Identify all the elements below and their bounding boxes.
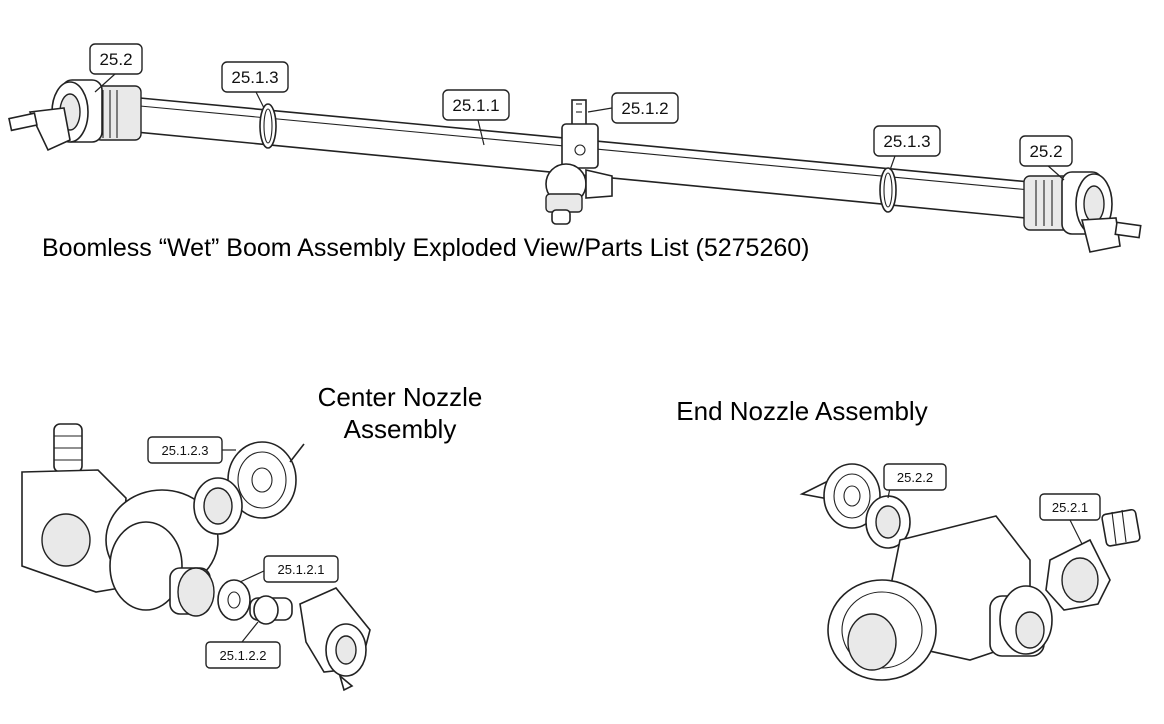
callout-25-2-1-label: 25.2.1 bbox=[1052, 500, 1088, 515]
center-nozzle-nut bbox=[299, 587, 371, 692]
callout-25-1-2-2-label: 25.1.2.2 bbox=[220, 648, 267, 663]
callout-25-1-1: 25.1.1 bbox=[442, 89, 510, 146]
callout-25-1-2-3-label: 25.1.2.3 bbox=[162, 443, 209, 458]
callout-25-2-left-label: 25.2 bbox=[99, 50, 132, 69]
end-nozzle-cap bbox=[799, 463, 881, 529]
left-o-ring bbox=[259, 103, 277, 149]
callout-25-1-3-right: 25.1.3 bbox=[873, 125, 941, 171]
callout-25-1-2-3: 25.1.2.3 bbox=[147, 436, 236, 464]
right-o-ring bbox=[879, 167, 897, 213]
callout-25-1-2-label: 25.1.2 bbox=[621, 99, 668, 118]
center-nozzle-gasket bbox=[193, 477, 243, 535]
callout-25-1-2-2: 25.1.2.2 bbox=[205, 621, 281, 669]
center-nozzle-tip bbox=[249, 595, 293, 625]
callout-25-1-2-1-label: 25.1.2.1 bbox=[278, 562, 325, 577]
end-nozzle-gasket bbox=[865, 495, 911, 549]
left-end-nozzle bbox=[8, 79, 142, 152]
end-nozzle-nut bbox=[1045, 508, 1141, 611]
callout-25-2-right: 25.2 bbox=[1019, 135, 1073, 181]
end-nozzle-body bbox=[827, 515, 1053, 681]
callout-25-1-3-right-label: 25.1.3 bbox=[883, 132, 930, 151]
center-nozzle-washer bbox=[217, 579, 251, 621]
right-end-nozzle bbox=[1023, 171, 1142, 253]
callout-25-1-3-left: 25.1.3 bbox=[221, 61, 289, 109]
center-nozzle-title-line1: Center Nozzle bbox=[318, 382, 483, 412]
center-nozzle-body bbox=[21, 423, 219, 617]
callout-25-2-left: 25.2 bbox=[89, 43, 143, 93]
diagram-title: Boomless “Wet” Boom Assembly Exploded Vi… bbox=[42, 234, 809, 262]
end-nozzle-title: End Nozzle Assembly bbox=[676, 396, 927, 426]
callout-25-1-1-label: 25.1.1 bbox=[452, 96, 499, 115]
callout-25-2-2-label: 25.2.2 bbox=[897, 470, 933, 485]
center-nozzle-title-line2: Assembly bbox=[344, 414, 457, 444]
callout-25-2-right-label: 25.2 bbox=[1029, 142, 1062, 161]
callout-25-2-1: 25.2.1 bbox=[1039, 493, 1101, 545]
callout-25-1-3-left-label: 25.1.3 bbox=[231, 68, 278, 87]
callout-25-2-2: 25.2.2 bbox=[883, 463, 947, 499]
center-fitting bbox=[545, 99, 613, 225]
callout-25-1-2: 25.1.2 bbox=[587, 92, 679, 124]
callout-25-1-2-1: 25.1.2.1 bbox=[239, 555, 339, 583]
